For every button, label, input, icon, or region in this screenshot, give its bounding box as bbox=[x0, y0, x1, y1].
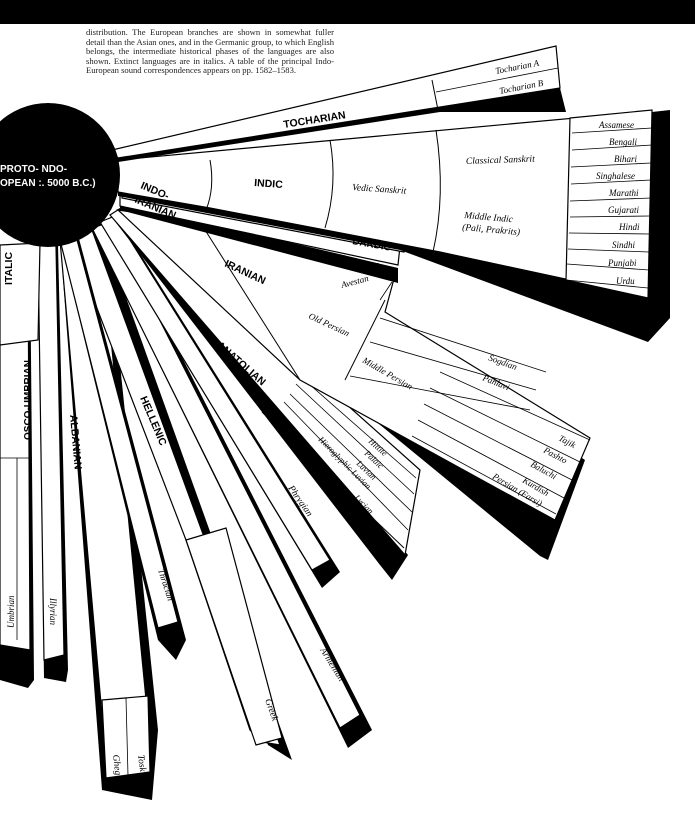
caption-text: distribution. The European branches are … bbox=[86, 27, 334, 76]
urdu-label: Urdu bbox=[616, 276, 635, 286]
indic-branch-label: INDIC bbox=[254, 177, 284, 191]
punjabi-label: Punjabi bbox=[607, 258, 637, 268]
romany-label: Romany bbox=[599, 292, 630, 302]
tocharian-band: TOCHARIAN Tocharian A Tocharian B bbox=[110, 45, 566, 162]
bengali-label: Bengali bbox=[609, 137, 637, 147]
iranian-band: IRANIAN Avestan Old Persian Middle Persi… bbox=[116, 198, 591, 560]
root-label-line-2: OPEAN :. 5000 B.C.) bbox=[0, 178, 96, 189]
albanian-branch-label: ALBANIAN bbox=[67, 414, 84, 470]
albanian-band: Tosk Gheg ALBANIAN bbox=[59, 220, 158, 800]
sindhi-label: Sindhi bbox=[612, 240, 636, 250]
singhalese-label: Singhalese bbox=[596, 171, 635, 181]
vedic-sanskrit-label: Vedic Sanskrit bbox=[352, 183, 407, 197]
classical-sanskrit-label: Classical Sanskrit bbox=[466, 155, 536, 167]
illyrian-band: Illyrian bbox=[37, 244, 68, 682]
gheg-label: Gheg bbox=[110, 754, 122, 776]
top-black-bar bbox=[0, 0, 695, 24]
umbrian-label: Umbrian bbox=[6, 595, 16, 628]
tosk-label: Tosk bbox=[135, 754, 147, 773]
hindi-label: Hindi bbox=[618, 222, 640, 232]
assamese-label: Assamese bbox=[598, 120, 634, 130]
middle-indic-label: Middle Indic bbox=[463, 211, 514, 225]
gujarati-label: Gujarati bbox=[608, 205, 640, 215]
armenian-band: Armenian bbox=[91, 220, 372, 748]
indic-band: INDO- IRANIAN INDIC Vedic Sanskrit Class… bbox=[117, 109, 670, 342]
pali-prakrits-label: (Pali, Prakrits) bbox=[462, 222, 521, 238]
illyrian-label: Illyrian bbox=[48, 597, 58, 625]
marathi-label: Marathi bbox=[608, 188, 639, 198]
proto-indo-european-root: PROTO- NDO- OPEAN :. 5000 B.C.) bbox=[0, 103, 120, 247]
sogdian-label: Sogdian bbox=[487, 352, 519, 372]
italic-branch-label: ITALIC bbox=[3, 252, 15, 285]
italic-band: ITALIC OSCO-UMBRIAN Umbrian bbox=[0, 242, 41, 688]
osco-umbrian-branch-label: OSCO-UMBRIAN bbox=[23, 360, 34, 440]
bihari-label: Bihari bbox=[614, 154, 638, 164]
root-label-line-1: PROTO- NDO- bbox=[0, 164, 67, 175]
